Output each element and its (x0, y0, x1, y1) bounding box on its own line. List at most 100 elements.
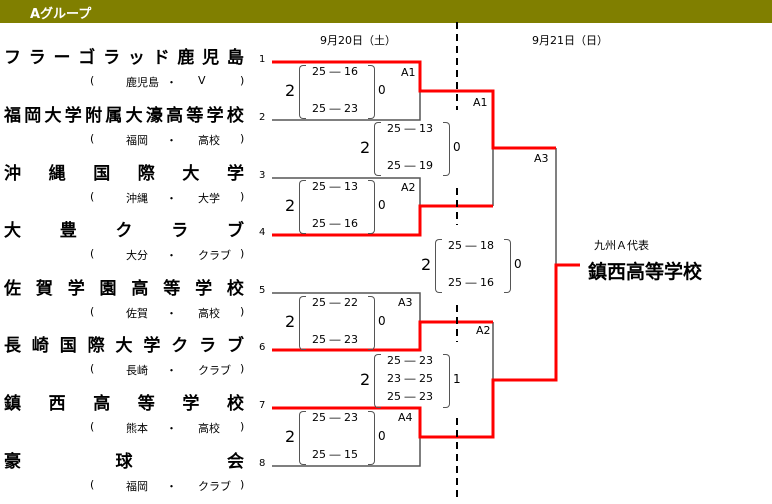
team-name-char: 濠 (145, 106, 163, 126)
team-affiliation: ( 佐賀 ・ 高校 ) (90, 305, 246, 321)
team-name-char: 豪 (4, 452, 21, 472)
set-score: 25 ― 22 (312, 295, 358, 309)
team-name-char: 大 (44, 106, 62, 126)
team-name-char: フ (4, 48, 21, 68)
group-title: Aグループ (30, 7, 92, 22)
team-name-char: ラ (199, 336, 217, 356)
paren-close: ) (240, 478, 245, 491)
sets-lost: 1 (453, 372, 461, 386)
team-affiliation: ( 大分 ・ クラブ ) (90, 247, 246, 263)
team-type: クラブ (198, 249, 231, 262)
team-name-char: 属 (105, 106, 123, 126)
team-name-char: ド (152, 48, 170, 68)
team-affiliation: ( 長崎 ・ クラブ ) (90, 362, 246, 378)
brace-right (368, 296, 375, 350)
team-name-char: 鹿 (177, 48, 195, 68)
team-name-char: 鎮 (4, 394, 21, 414)
team-prefecture: 沖縄 (126, 192, 148, 205)
team-name: 豪球会 (4, 452, 244, 472)
paren-open: ( (90, 478, 95, 491)
team-name-char: 高 (93, 394, 111, 414)
team-name: フラーゴラッド鹿児島 (4, 48, 244, 68)
team-name-char: ラ (28, 48, 46, 68)
team-name-char: 会 (227, 452, 244, 472)
group-header: Aグループ (0, 0, 772, 23)
paren-close: ) (240, 190, 245, 203)
dot: ・ (166, 134, 177, 147)
set-score: 25 ― 23 (312, 410, 358, 424)
paren-close: ) (240, 305, 245, 318)
match-label: A1 (473, 96, 488, 109)
team-name-char: 島 (226, 48, 244, 68)
team-name: 沖縄国際大学 (4, 164, 244, 184)
brace-left (299, 296, 306, 350)
team-affiliation: ( 沖縄 ・ 大学 ) (90, 190, 246, 206)
set-score: 25 ― 18 (448, 238, 494, 252)
paren-close: ) (240, 247, 245, 260)
team-name-char: 附 (85, 106, 103, 126)
dot: ・ (166, 249, 177, 262)
paren-open: ( (90, 420, 95, 433)
team-name-char: ク (171, 336, 189, 356)
team-name-char: 学 (143, 336, 161, 356)
brace-right (504, 239, 511, 293)
team-type: クラブ (198, 480, 231, 493)
set-score: 25 ― 23 (312, 101, 358, 115)
match-label: A2 (401, 181, 416, 194)
team-name-char: 園 (99, 279, 117, 299)
team-name: 長崎国際大学クラブ (4, 336, 244, 356)
team-name-char: ラ (103, 48, 121, 68)
team-name-char: 高 (131, 279, 149, 299)
team-name: 鎮西高等学校 (4, 394, 244, 414)
team-name-char: ッ (127, 48, 145, 68)
seed-number: 6 (259, 342, 266, 353)
team-name-char: 際 (137, 164, 155, 184)
brace-left (374, 354, 381, 408)
team-prefecture: 佐賀 (126, 307, 148, 320)
team-name: 福岡大学附属大濠高等学校 (4, 106, 244, 126)
set-score: 25 ― 16 (448, 275, 494, 289)
set-score: 23 ― 25 (387, 372, 433, 385)
seed-number: 4 (259, 227, 266, 238)
team-type: 高校 (198, 307, 220, 320)
brace-left (299, 411, 306, 465)
team-name-char: 大 (4, 221, 21, 241)
team-name-char: 等 (137, 394, 155, 414)
team-name-char: 福 (4, 106, 21, 126)
team-name-char: ゴ (78, 48, 96, 68)
dot: ・ (166, 364, 177, 377)
sets-won: 2 (421, 255, 432, 274)
team-name-char: 国 (93, 164, 111, 184)
team-prefecture: 福岡 (126, 134, 148, 147)
team-name-char: ラ (171, 221, 189, 241)
seed-number: 7 (259, 400, 266, 411)
dot: ・ (166, 422, 177, 435)
team-name-char: 賀 (35, 279, 53, 299)
team-name: 大豊クラブ (4, 221, 244, 241)
team-name-char: 等 (163, 279, 181, 299)
paren-close: ) (240, 420, 245, 433)
paren-close: ) (240, 362, 245, 375)
team-name-char: 大 (115, 336, 133, 356)
sets-lost: 0 (378, 429, 386, 443)
team-name-char: 学 (67, 279, 85, 299)
set-score: 25 ― 19 (387, 158, 433, 172)
team-type: 高校 (198, 422, 220, 435)
dot: ・ (166, 76, 177, 89)
team-name-char: 佐 (4, 279, 21, 299)
team-prefecture: 鹿児島 (126, 76, 159, 89)
team-name-char: 岡 (24, 106, 42, 126)
champion-name: 鎮西高等学校 (588, 261, 703, 283)
sets-won: 2 (285, 427, 296, 446)
set-score: 25 ― 23 (387, 354, 433, 367)
match-label: A2 (476, 324, 491, 337)
team-type: 高校 (198, 134, 220, 147)
date-day2: 9月21日（日） (532, 34, 608, 47)
set-score: 25 ― 16 (312, 216, 358, 230)
team-affiliation: ( 福岡 ・ クラブ ) (90, 478, 246, 494)
set-score: 25 ― 16 (312, 64, 358, 78)
seed-number: 5 (259, 285, 266, 296)
team-prefecture: 大分 (126, 249, 148, 262)
sets-won: 2 (360, 370, 371, 389)
